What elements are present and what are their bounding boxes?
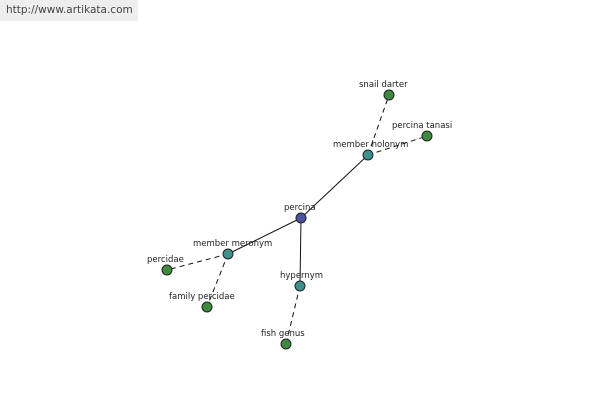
node-member-meronym-label: member meronym (193, 239, 272, 249)
node-percina-tanasi-marker[interactable] (421, 130, 433, 142)
node-snail-darter-marker[interactable] (383, 89, 395, 101)
node-member-meronym[interactable]: member meronym (193, 239, 272, 260)
node-percidae-label: percidae (147, 255, 184, 265)
node-family-percidae[interactable]: family percidae (169, 292, 235, 313)
node-percina-marker[interactable] (295, 212, 307, 224)
nodes-layer: percina member holonym member meronym hyper… (147, 80, 452, 350)
node-percina-tanasi[interactable]: percina tanasi (392, 121, 452, 142)
node-snail-darter-label: snail darter (359, 80, 408, 90)
edge-hypernym-to-fish-genus (285, 285, 301, 345)
edge-member-holonym-to-percina-tanasi (367, 135, 428, 156)
node-hypernym[interactable]: hypernym (280, 271, 323, 292)
node-member-meronym-marker[interactable] (222, 248, 234, 260)
node-snail-darter[interactable]: snail darter (359, 80, 408, 101)
node-percina[interactable]: percina (284, 203, 316, 224)
edge-percina-to-member-meronym (227, 217, 302, 255)
node-member-holonym[interactable]: member holonym (333, 140, 408, 161)
node-percidae-marker[interactable] (161, 264, 173, 276)
edge-member-holonym-to-snail-darter (367, 94, 390, 156)
node-family-percidae-marker[interactable] (201, 301, 213, 313)
url-bar: http://www.artikata.com (0, 0, 138, 21)
edges-layer (166, 94, 428, 345)
node-fish-genus-marker[interactable] (280, 338, 292, 350)
node-member-holonym-label: member holonym (333, 140, 408, 150)
node-percina-label: percina (284, 203, 316, 213)
node-hypernym-marker[interactable] (294, 280, 306, 292)
node-fish-genus[interactable]: fish genus (261, 329, 305, 350)
node-hypernym-label: hypernym (280, 271, 323, 281)
edge-member-meronym-to-family-percidae (206, 253, 229, 308)
site-url-link[interactable]: http://www.artikata.com (6, 4, 133, 16)
node-percina-tanasi-label: percina tanasi (392, 121, 452, 131)
node-family-percidae-label: family percidae (169, 292, 235, 302)
node-percidae[interactable]: percidae (147, 255, 184, 276)
edge-percina-to-hypernym (299, 217, 302, 287)
edge-percina-to-member-holonym (300, 154, 369, 219)
node-fish-genus-label: fish genus (261, 329, 305, 339)
node-member-holonym-marker[interactable] (362, 149, 374, 161)
edge-member-meronym-to-percidae (166, 253, 229, 271)
